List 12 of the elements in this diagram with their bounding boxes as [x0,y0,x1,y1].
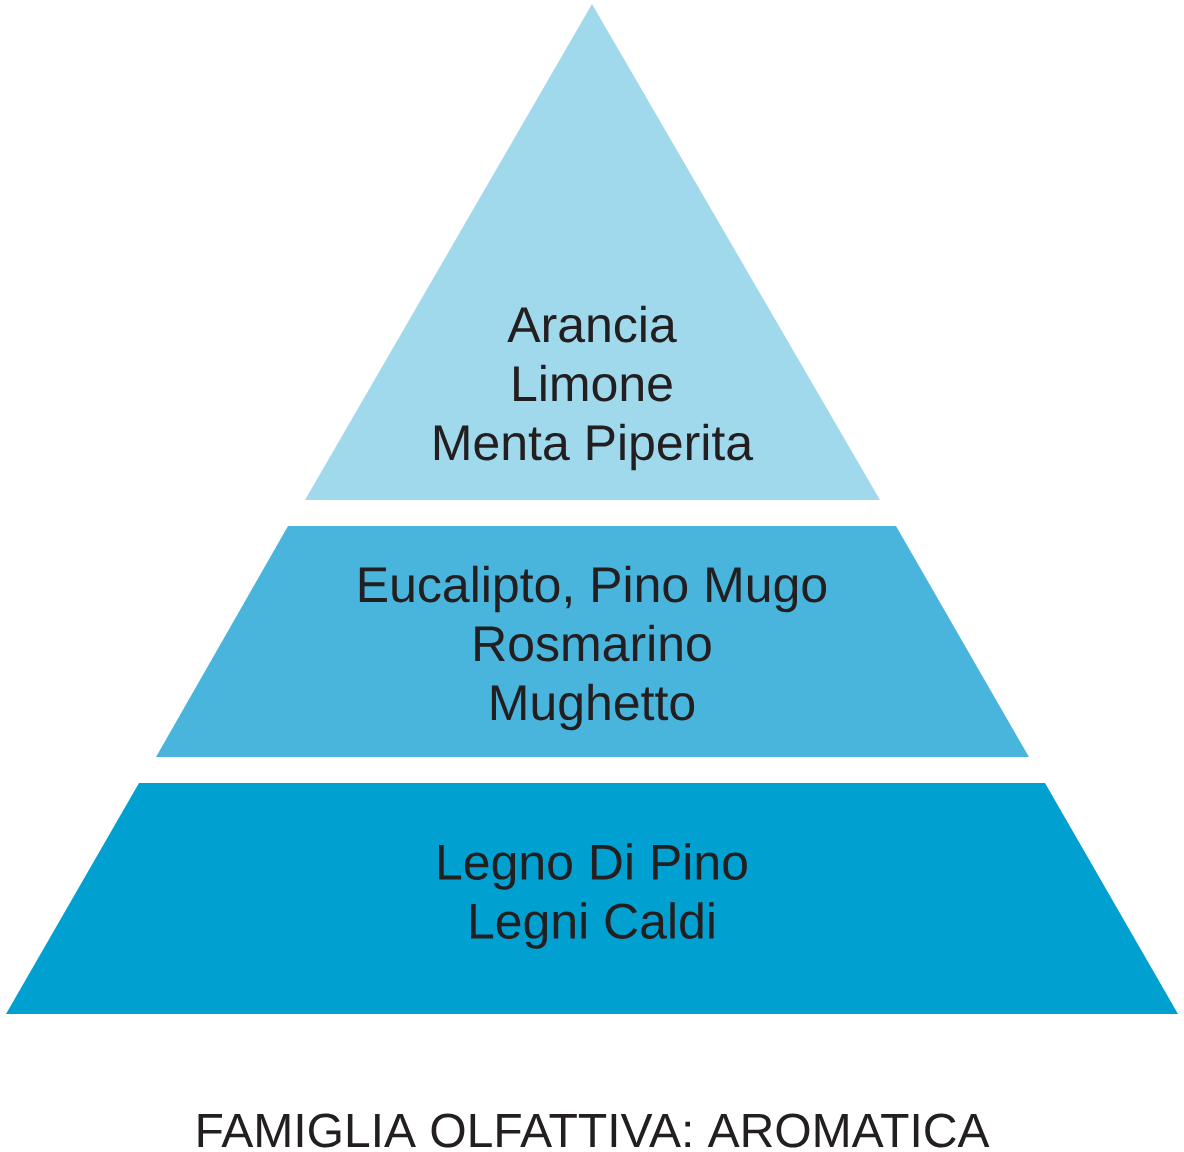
note-text: Rosmarino [475,624,711,662]
pyramid-tier [156,526,1029,757]
note-text: Menta Piperita [434,423,754,471]
note-text: Eucalipto, Pino Mugo [359,565,827,613]
pyramid-tier [6,783,1178,1014]
note-text: Limone [514,364,672,402]
caption: FAMIGLIA OLFATTIVA: AROMATICA [198,1113,990,1148]
note-text: Mughetto [491,683,695,731]
note-text: Arancia [507,305,677,343]
note-text: Legno Di Pino [439,843,747,890]
pyramid-apex [305,4,880,500]
note-text: Legni Caldi [471,902,714,949]
